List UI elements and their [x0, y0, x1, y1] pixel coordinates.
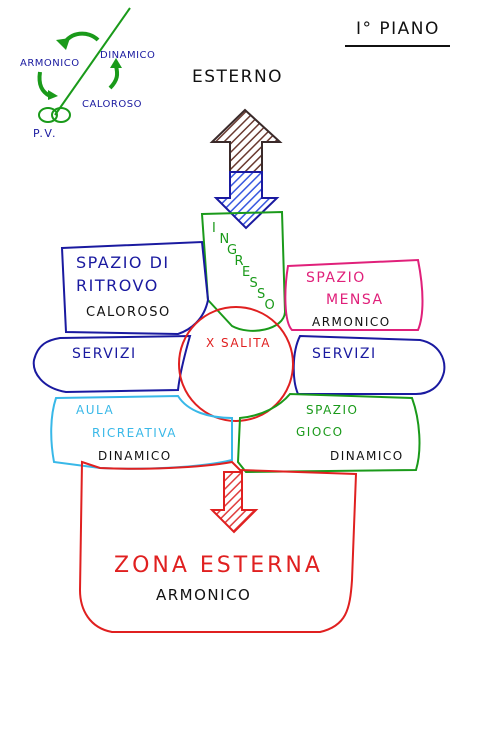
ingresso-corridor — [200, 210, 287, 332]
legend-arrow-caloroso-to-dinamico — [108, 65, 120, 90]
salita-title: X SALITA — [206, 336, 271, 350]
room-servizi-left: SERVIZI — [32, 334, 192, 394]
spazio-mensa-outline — [284, 258, 424, 331]
ingresso-letter: N — [220, 232, 230, 247]
room-aula-ricreativa: AULA RICREATIVA DINAMICO — [50, 394, 233, 470]
spazio-ritrovo-mood: CALOROSO — [86, 305, 171, 320]
floor-title: I° PIANO — [356, 19, 440, 39]
legend-arrow-head-dinamico — [110, 58, 122, 68]
aula-ricreativa-mood: DINAMICO — [98, 449, 172, 463]
spazio-mensa-title-1: SPAZIO — [306, 270, 366, 286]
ingresso-outline — [200, 210, 287, 332]
salita-circle — [178, 306, 294, 422]
aula-ricreativa-title-1: AULA — [76, 403, 114, 417]
servizi-right-outline — [292, 334, 446, 395]
spazio-mensa-title-2: MENSA — [326, 292, 384, 308]
zona-esterna-outline — [78, 460, 358, 633]
servizi-left-title: SERVIZI — [72, 346, 137, 362]
entrance-double-arrow — [209, 108, 283, 230]
legend-armonico: ARMONICO — [20, 58, 80, 69]
legend-arrow-head-pv — [48, 90, 58, 100]
ingresso-letter: S — [250, 276, 258, 291]
legend-pv-circle-right — [51, 107, 71, 123]
floor-title-group: I° PIANO — [345, 19, 450, 47]
ingresso-letter: I — [212, 221, 216, 236]
room-spazio-ritrovo: SPAZIO DI RITROVO CALOROSO — [60, 240, 210, 336]
aula-ricreativa-title-2: RICREATIVA — [92, 426, 177, 440]
legend-caloroso: CALOROSO — [82, 99, 142, 110]
spazio-mensa-mood: ARMONICO — [312, 315, 391, 329]
arrow-down-blue — [213, 171, 280, 230]
ingresso-letter: O — [265, 298, 275, 313]
legend-dinamico: DINAMICO — [100, 50, 155, 61]
spazio-gioco-mood: DINAMICO — [330, 449, 404, 463]
ingresso-letter: S — [257, 287, 265, 302]
room-zona-esterna: ZONA ESTERNA ARMONICO — [78, 460, 358, 633]
spazio-gioco-outline — [236, 392, 421, 474]
zona-esterna-mood: ARMONICO — [156, 586, 251, 604]
esterno-label: ESTERNO — [192, 67, 283, 87]
spazio-ritrovo-title-2: RITROVO — [76, 276, 159, 295]
ingresso-letter: G — [227, 243, 237, 258]
legend-diagonal-line — [54, 7, 131, 116]
arrow-down-red — [209, 471, 259, 534]
mood-legend: ARMONICO DINAMICO CALOROSO P.V. — [20, 7, 155, 140]
arrow-up-brown — [209, 108, 283, 173]
room-spazio-mensa: SPAZIO MENSA ARMONICO — [284, 258, 424, 331]
servizi-right-title: SERVIZI — [312, 346, 377, 362]
ingresso-letter: R — [235, 254, 244, 269]
ingresso-letter: E — [242, 265, 250, 280]
zona-esterna-title: ZONA ESTERNA — [114, 553, 323, 578]
legend-arrow-head-armonico — [56, 38, 70, 50]
room-spazio-gioco: SPAZIO GIOCO DINAMICO — [236, 392, 421, 474]
servizi-left-outline — [32, 334, 192, 394]
room-salita: X SALITA — [178, 306, 294, 422]
spazio-ritrovo-title-1: SPAZIO DI — [76, 253, 170, 272]
spazio-gioco-title-1: SPAZIO — [306, 403, 359, 417]
spazio-gioco-title-2: GIOCO — [296, 425, 344, 439]
legend-pv: P.V. — [33, 127, 57, 140]
room-servizi-right: SERVIZI — [292, 334, 446, 395]
legend-pv-circle-left — [38, 107, 58, 123]
